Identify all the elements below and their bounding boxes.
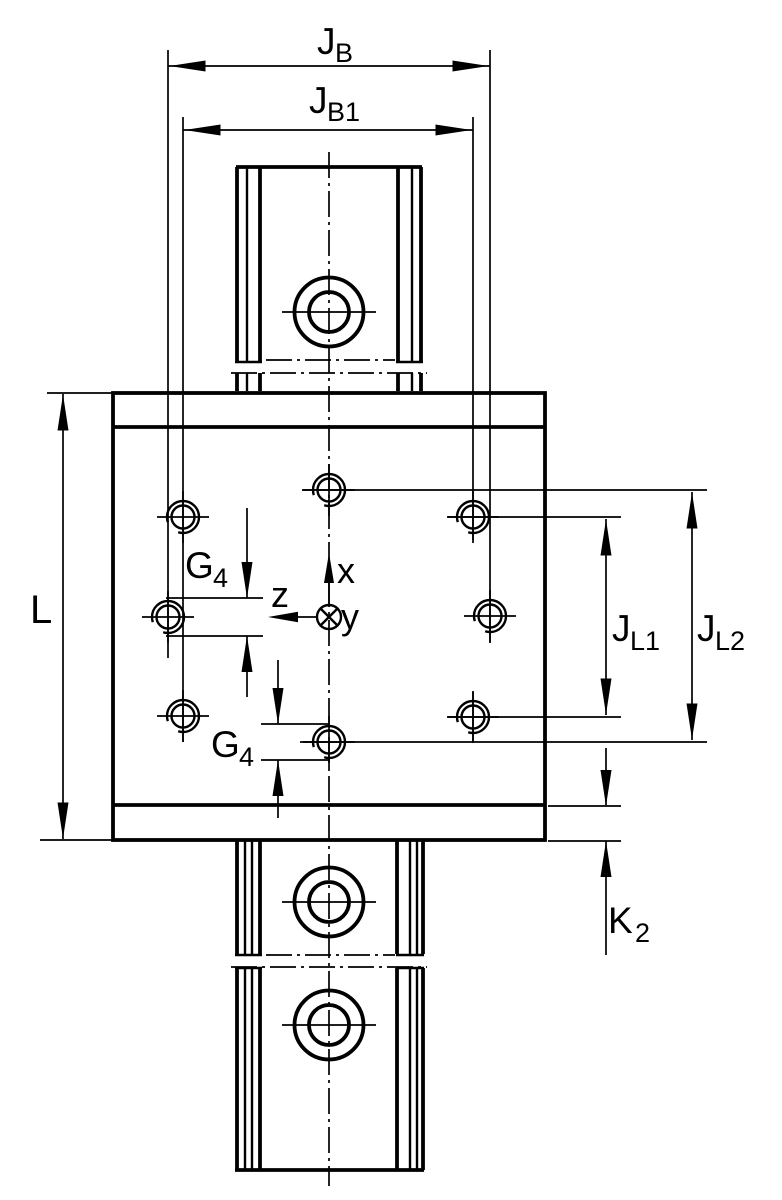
dim-label-jl2-sub: L2 bbox=[715, 626, 745, 656]
dim-label-k2-sub: 2 bbox=[635, 918, 650, 948]
axis-label-y: y bbox=[341, 596, 359, 637]
dimension-jb1: J B1 bbox=[182, 80, 474, 742]
bottom-rail bbox=[231, 841, 427, 1172]
dim-label-jb1-sub: B1 bbox=[327, 97, 360, 127]
dim-label-jb: J bbox=[317, 21, 336, 62]
z-axis-arrowhead bbox=[268, 611, 298, 623]
coordinate-system: x y z bbox=[268, 550, 359, 637]
dim-label-g4-lower-sub: 4 bbox=[239, 742, 254, 772]
dim-label-k2: K bbox=[608, 900, 633, 941]
dim-label-jl1: J bbox=[612, 608, 631, 649]
dimension-k2: K 2 bbox=[548, 748, 650, 955]
dim-label-g4-lower: G bbox=[211, 724, 240, 765]
dimension-jl2: J L2 bbox=[300, 489, 745, 743]
dim-label-jl2: J bbox=[697, 608, 716, 649]
dimension-jb: J B bbox=[167, 21, 491, 658]
dimension-g4-upper: G 4 bbox=[166, 508, 263, 697]
dimension-l: L bbox=[30, 392, 112, 841]
axis-label-z: z bbox=[271, 574, 289, 615]
dimension-jl1: J L1 bbox=[448, 516, 660, 718]
dim-label-l: L bbox=[30, 588, 52, 632]
dimension-g4-lower: G 4 bbox=[211, 660, 330, 818]
top-rail bbox=[231, 165, 427, 391]
dim-label-jl1-sub: L1 bbox=[630, 626, 660, 656]
dim-label-g4-upper-sub: 4 bbox=[213, 563, 228, 593]
dim-label-g4-upper: G bbox=[185, 545, 214, 586]
axis-label-x: x bbox=[337, 550, 355, 591]
dim-label-jb-sub: B bbox=[335, 38, 353, 68]
y-axis-into-page-symbol bbox=[315, 603, 343, 631]
plate-outline bbox=[111, 391, 547, 842]
x-axis-arrowhead bbox=[324, 553, 334, 583]
dim-label-jb1: J bbox=[309, 80, 328, 121]
